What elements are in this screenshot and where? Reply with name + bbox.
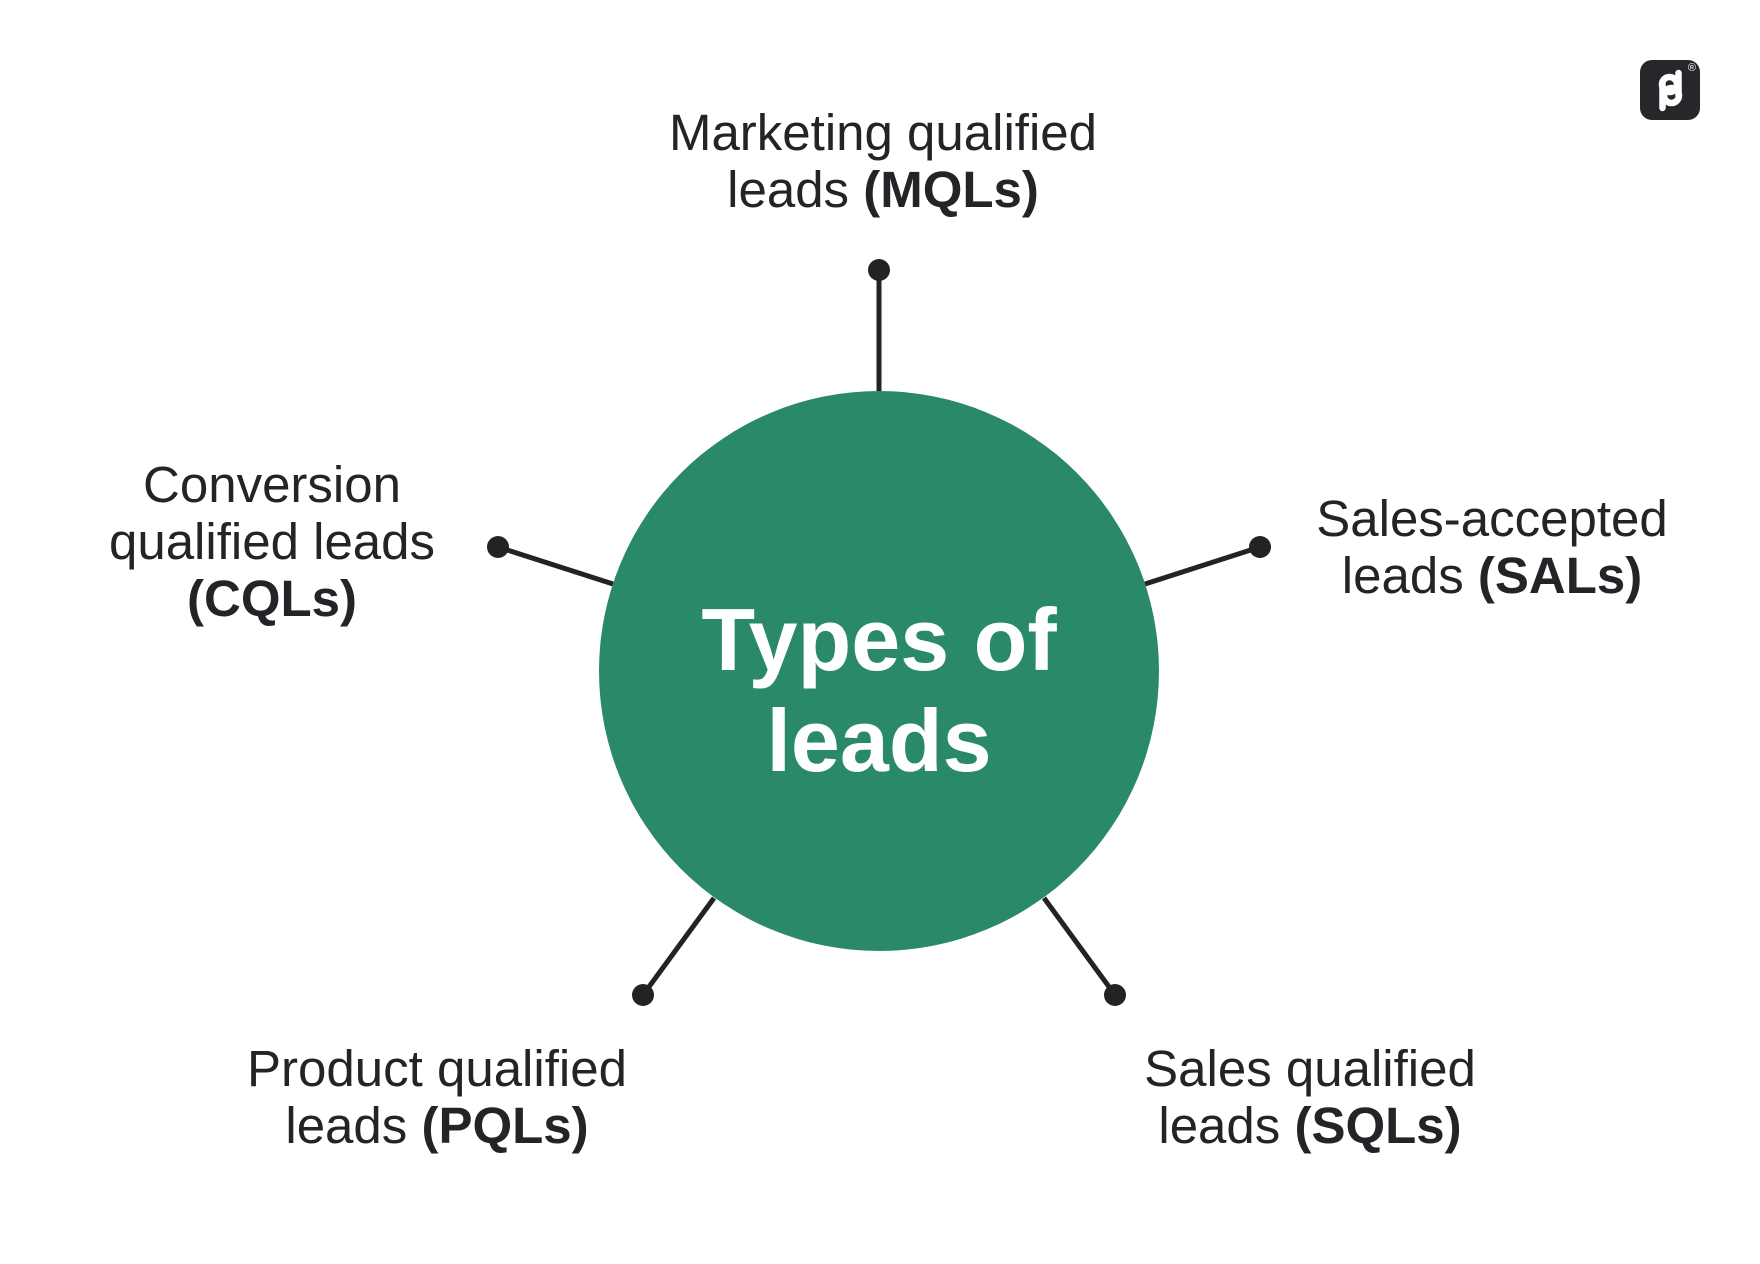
spoke-dot-sal — [1249, 536, 1271, 558]
node-sal-line1: Sales-accepted — [1316, 490, 1668, 547]
hub-title-line2: leads — [766, 691, 992, 790]
pandadoc-logo: ® — [1640, 60, 1700, 120]
node-sql-acronym: (SQLs) — [1294, 1097, 1462, 1154]
node-sql-line1: Sales qualified — [1144, 1040, 1476, 1097]
node-mql: Marketing qualified leads (MQLs) — [669, 104, 1097, 218]
spoke-dot-sql — [1104, 984, 1126, 1006]
spoke-dot-cql — [487, 536, 509, 558]
node-mql-line2: leads (MQLs) — [727, 161, 1039, 218]
spoke-dot-mql — [868, 259, 890, 281]
pandadoc-monogram-icon — [1658, 69, 1683, 112]
hub-title: Types of leads — [701, 589, 1056, 791]
node-cql: Conversion qualified leads (CQLs) — [109, 456, 435, 627]
node-cql-acronym: (CQLs) — [187, 570, 357, 627]
registered-trademark-icon: ® — [1687, 62, 1696, 74]
spoke-line-cql — [497, 544, 614, 587]
spoke-line-pql — [640, 896, 717, 997]
spoke-line-sal — [1144, 544, 1261, 587]
node-pql-acronym: (PQLs) — [421, 1097, 589, 1154]
node-sal-line2: leads (SALs) — [1341, 547, 1643, 604]
hub-title-line1: Types of — [701, 590, 1057, 689]
spoke-line-sql — [1041, 896, 1118, 997]
node-mql-line1: Marketing qualified — [668, 104, 1098, 161]
node-cql-line1: Conversion — [143, 456, 401, 513]
node-mql-acronym: (MQLs) — [863, 161, 1039, 218]
node-sql: Sales qualified leads (SQLs) — [1144, 1040, 1476, 1154]
node-cql-line2: qualified leads — [108, 513, 436, 570]
node-sal: Sales-accepted leads (SALs) — [1316, 490, 1668, 604]
node-sql-line2: leads (SQLs) — [1158, 1097, 1462, 1154]
node-pql: Product qualified leads (PQLs) — [247, 1040, 627, 1154]
node-sal-acronym: (SALs) — [1477, 547, 1643, 604]
spoke-dot-pql — [632, 984, 654, 1006]
hub-circle — [599, 391, 1159, 951]
node-pql-line2: leads (PQLs) — [285, 1097, 589, 1154]
node-pql-line1: Product qualified — [247, 1040, 627, 1097]
